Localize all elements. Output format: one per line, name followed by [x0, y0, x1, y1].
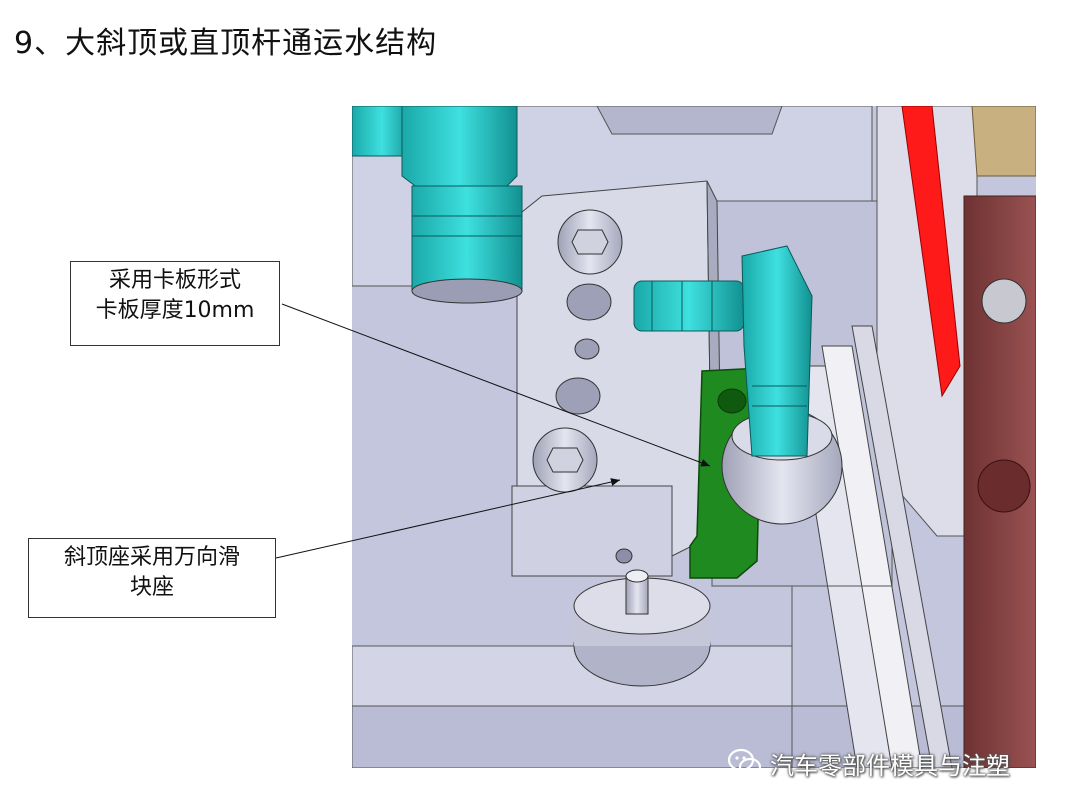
brown-hole-mid	[977, 459, 1031, 513]
hole-2	[574, 338, 600, 360]
cad-render	[352, 106, 1036, 768]
callout-slider-seat: 斜顶座采用万向滑 块座	[28, 538, 276, 618]
fitting-top-hex	[401, 106, 518, 192]
screw-bottom-hex	[546, 447, 584, 473]
tan-block	[971, 106, 1036, 177]
callout-line: 斜顶座采用万向滑	[63, 545, 240, 570]
fitting-right-barb	[633, 280, 745, 332]
seat-bottom	[511, 485, 673, 577]
callout-line: 采用卡板形式	[108, 268, 241, 293]
lower-step	[352, 645, 793, 707]
fitting-right-elbow	[741, 245, 813, 457]
watermark: 汽车零部件模具与注塑	[728, 744, 1010, 782]
callout-line: 卡板厚度10mm	[95, 298, 255, 323]
watermark-text: 汽车零部件模具与注塑	[770, 751, 1010, 780]
hole-1	[566, 283, 612, 321]
red-bar	[901, 106, 961, 398]
clamp-hole	[717, 388, 747, 414]
hole-3	[555, 377, 601, 415]
callout-clamp-plate: 采用卡板形式 卡板厚度10mm	[70, 261, 280, 346]
pin-top	[625, 569, 649, 583]
top-ring	[596, 106, 783, 135]
slide-title: 9、大斜顶或直顶杆通运水结构	[14, 26, 438, 61]
fitting-top-body	[411, 185, 523, 292]
brown-hole-top	[981, 278, 1027, 324]
screw-top-hex	[571, 229, 609, 255]
callout-line: 块座	[129, 575, 174, 600]
lifter-rod-3	[851, 325, 953, 768]
fitting-top-bottom	[411, 278, 523, 304]
lifter-rod-2	[821, 345, 923, 768]
hole-4	[615, 548, 633, 564]
wechat-icon	[728, 748, 762, 777]
cad-figure	[352, 106, 1036, 768]
